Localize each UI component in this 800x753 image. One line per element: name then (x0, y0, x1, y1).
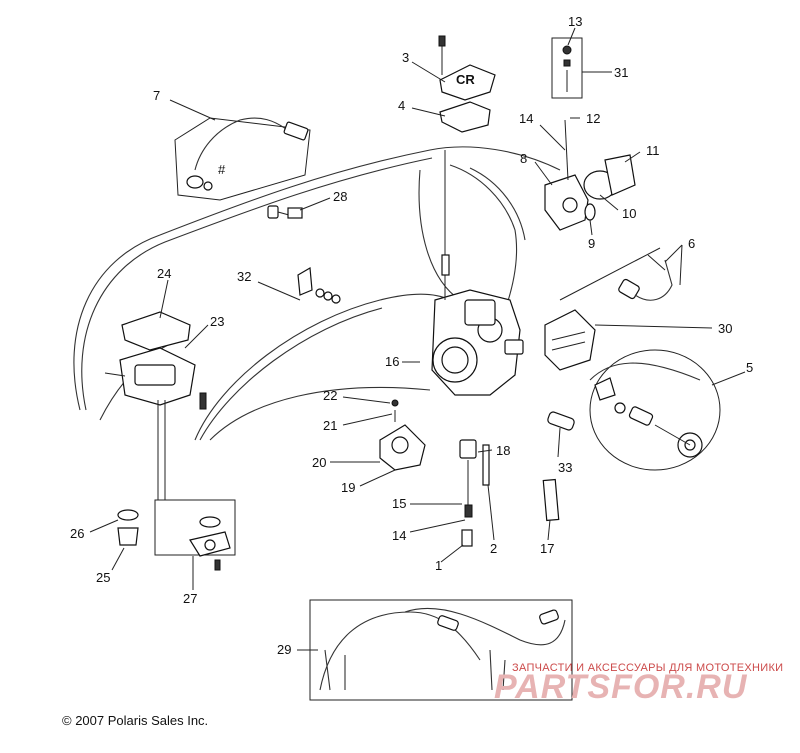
part-12-rod (564, 119, 569, 181)
callout-9: 9 (588, 236, 595, 251)
callout-26: 26 (70, 526, 84, 541)
parts-14-15-18-jets (459, 439, 560, 547)
part-33-fitting (547, 411, 575, 431)
callout-19: 19 (341, 480, 355, 495)
part-5-linkage (594, 377, 703, 458)
part-25-26-drain (117, 509, 139, 546)
part-24-gasket (121, 311, 191, 351)
callout-32: 32 (237, 269, 251, 284)
callout-15: 15 (392, 496, 406, 511)
callout-30: 30 (718, 321, 732, 336)
part-30-throttle-cover (544, 309, 596, 371)
watermark-logo: PARTSFOR.RU (494, 668, 748, 706)
cap-marking: CR (456, 72, 475, 87)
callout-7: 7 (153, 88, 160, 103)
part-6-cable (618, 254, 673, 301)
callout-23: 23 (210, 314, 224, 329)
part-23-float-bowl (104, 347, 207, 410)
callout-8: 8 (520, 151, 527, 166)
part-32-fitting (297, 267, 341, 304)
callout-14-bottom: 14 (392, 528, 406, 543)
leader-lines (89, 27, 746, 651)
callout-6: 6 (688, 236, 695, 251)
callout-13: 13 (568, 14, 582, 29)
callout-16: 16 (385, 354, 399, 369)
callout-25: 25 (96, 570, 110, 585)
callout-2: 2 (490, 541, 497, 556)
callout-22: 22 (323, 388, 337, 403)
callout-20: 20 (312, 455, 326, 470)
callout-31: 31 (614, 65, 628, 80)
callout-14-top: 14 (519, 111, 533, 126)
part-8-pump-housing (544, 174, 596, 231)
hash-marker: # (218, 162, 226, 177)
carburetor-body (431, 254, 524, 396)
vent-hoses (73, 146, 661, 441)
callout-labels: 1 2 3 4 5 6 7 8 9 10 11 12 13 14 14 15 1… (70, 14, 753, 657)
callout-29: 29 (277, 642, 291, 657)
callout-17: 17 (540, 541, 554, 556)
callout-33: 33 (558, 460, 572, 475)
part-28-screw (267, 205, 303, 219)
part-3-top-cap (438, 35, 496, 101)
callout-18: 18 (496, 443, 510, 458)
callout-3: 3 (402, 50, 409, 65)
part-5-outline (589, 349, 721, 471)
callout-4: 4 (398, 98, 405, 113)
callout-5: 5 (746, 360, 753, 375)
callout-24: 24 (157, 266, 171, 281)
callout-21: 21 (323, 418, 337, 433)
callout-12: 12 (586, 111, 600, 126)
part-27-kit (154, 499, 236, 571)
callout-27: 27 (183, 591, 197, 606)
watermark-tagline: ЗАПЧАСТИ И АКСЕССУАРЫ ДЛЯ МОТОТЕХНИКИ (512, 662, 784, 674)
copyright-notice: © 2007 Polaris Sales Inc. (62, 713, 209, 728)
callout-1: 1 (435, 558, 442, 573)
part-10-11-diaphragm (583, 154, 636, 200)
parts-19-22-float (379, 399, 426, 471)
part-4-gasket (439, 101, 491, 133)
callout-28: 28 (333, 189, 347, 204)
callout-10: 10 (622, 206, 636, 221)
callout-11: 11 (646, 143, 660, 158)
part-13-31-jet-set (551, 37, 583, 99)
